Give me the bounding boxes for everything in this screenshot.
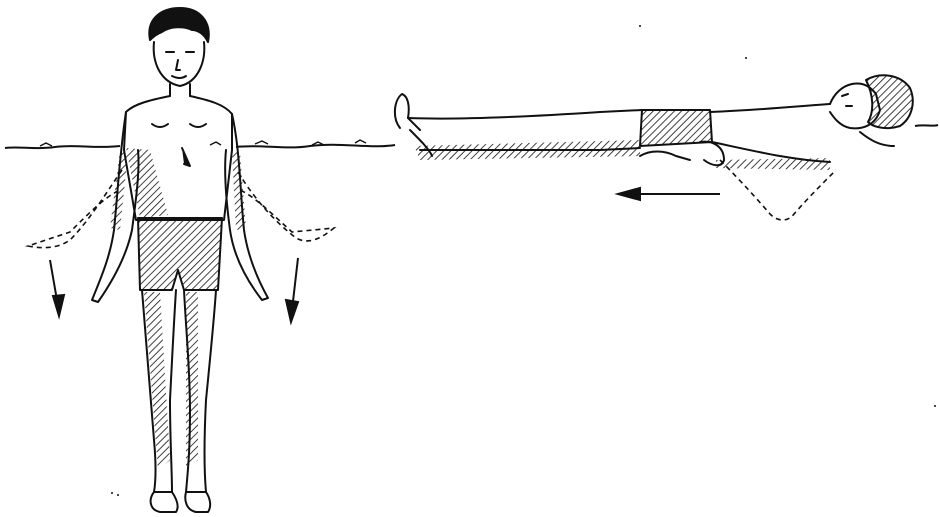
standing-head [154,42,205,86]
dashed-left-arm-outline [28,170,122,248]
floating-legs-shading [414,140,640,160]
standing-swim-trunks [138,218,222,290]
floating-swim-trunks [640,110,712,146]
standing-hair [149,8,208,42]
floating-torso [710,104,830,162]
paper-specks [111,25,936,496]
standing-torso-shading [126,148,168,218]
arrow-down-left-icon [50,260,64,316]
floating-hair [866,75,913,128]
arrow-down-right-icon [286,258,298,322]
standing-swimmer-figure [92,8,268,512]
dashed-right-arm-outline [238,172,334,241]
floating-foot [395,94,420,130]
arrow-left-icon [618,188,720,200]
standing-feet [151,492,211,512]
floating-swimmer-figure [395,75,913,170]
